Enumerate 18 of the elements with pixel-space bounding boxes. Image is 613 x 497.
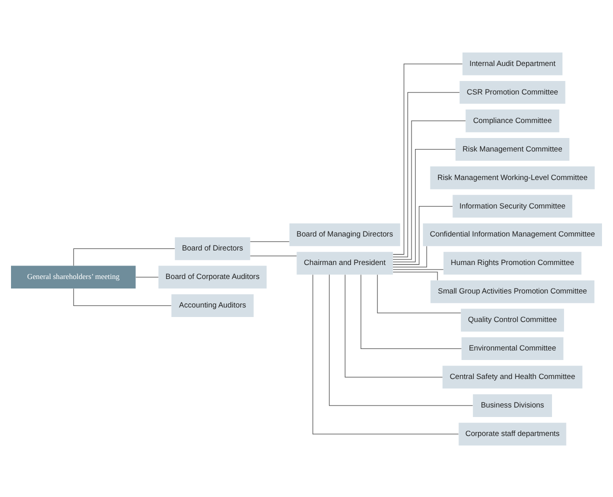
connector: [392, 148, 456, 262]
connector: [250, 255, 297, 256]
connector: [392, 120, 466, 260]
connector: [328, 274, 474, 406]
connector: [392, 63, 463, 254]
connector: [344, 274, 443, 377]
connector: [392, 268, 444, 270]
connector: [360, 274, 462, 348]
connector: [73, 288, 172, 306]
connector: [73, 248, 176, 266]
connector: [392, 271, 438, 280]
connector: [377, 274, 462, 313]
connector: [392, 245, 428, 267]
connector: [312, 274, 459, 434]
connector: [136, 276, 159, 277]
connector: [392, 205, 453, 264]
connector: [250, 240, 290, 242]
connector: [392, 92, 460, 257]
